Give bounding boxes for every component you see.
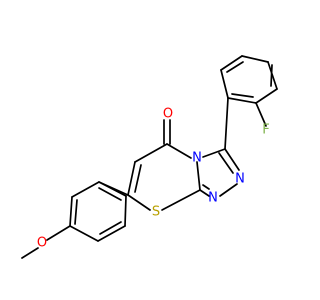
bond-c3-aryl xyxy=(224,97,229,150)
bond-n2-n1 xyxy=(219,183,238,197)
atom-nitrogen-triazole-b: N xyxy=(208,191,218,206)
atom-nitrogen-ring: N xyxy=(192,151,202,166)
bond-c6-c7-double-b xyxy=(134,164,142,193)
bond-o-methyl xyxy=(21,247,39,259)
atom-sulfur: S xyxy=(152,205,160,220)
structure-svg: O N N N S F O xyxy=(21,55,278,259)
bond-c8a-n4 xyxy=(196,161,201,191)
atom-oxygen-carbonyl: O xyxy=(163,107,173,122)
bond-f-ring-5 xyxy=(255,88,278,104)
bond-c5-c6 xyxy=(134,143,168,163)
molecule-diagram: O N N N S F O xyxy=(21,55,278,259)
bond-n1-c8a-double-b xyxy=(202,184,210,190)
bond-f-ring-1 xyxy=(220,69,229,99)
bond-f-ring-double-2 xyxy=(270,64,273,87)
bond-n4-c3 xyxy=(202,148,226,158)
bond-m-ring-double-2 xyxy=(99,221,122,235)
bond-aryl-f xyxy=(255,102,267,127)
atom-labels: O N N N S F O xyxy=(37,107,270,251)
bond-n4-c5 xyxy=(166,143,192,159)
bond-m-ring-2 xyxy=(69,196,73,227)
bond-m-ring-4 xyxy=(97,225,126,242)
bond-c7-s xyxy=(127,194,151,211)
bond-f-ring-4 xyxy=(267,61,278,90)
bond-m-ring-1 xyxy=(71,181,100,198)
atom-fluorine: F xyxy=(262,123,269,138)
atom-nitrogen-triazole-a: N xyxy=(235,172,245,187)
bond-m-ring-3 xyxy=(69,225,99,242)
atom-oxygen-methoxy: O xyxy=(37,236,47,251)
bond-m-ring-double-1 xyxy=(74,199,78,225)
bond-m-ring-5 xyxy=(124,195,127,227)
bond-n1-c8a-double-a xyxy=(199,189,210,197)
bond-c3-n2-double-b xyxy=(218,152,234,174)
bond-f-ring-double-1 xyxy=(226,61,244,73)
bond-f-ring-3 xyxy=(241,55,269,63)
bond-m-ring-double-3 xyxy=(98,187,122,201)
bond-m-ring-6 xyxy=(98,181,127,197)
bonds xyxy=(21,55,278,259)
bond-c6-c7-double-a xyxy=(127,161,136,196)
bond-c3-n2-double-a xyxy=(224,148,240,171)
bond-f-ring-6 xyxy=(227,97,257,104)
bond-aryl-o-methoxy xyxy=(46,225,71,241)
bond-f-ring-double-3 xyxy=(231,93,254,98)
bond-f-ring-2 xyxy=(220,55,243,71)
bond-s-c8a xyxy=(161,189,201,211)
